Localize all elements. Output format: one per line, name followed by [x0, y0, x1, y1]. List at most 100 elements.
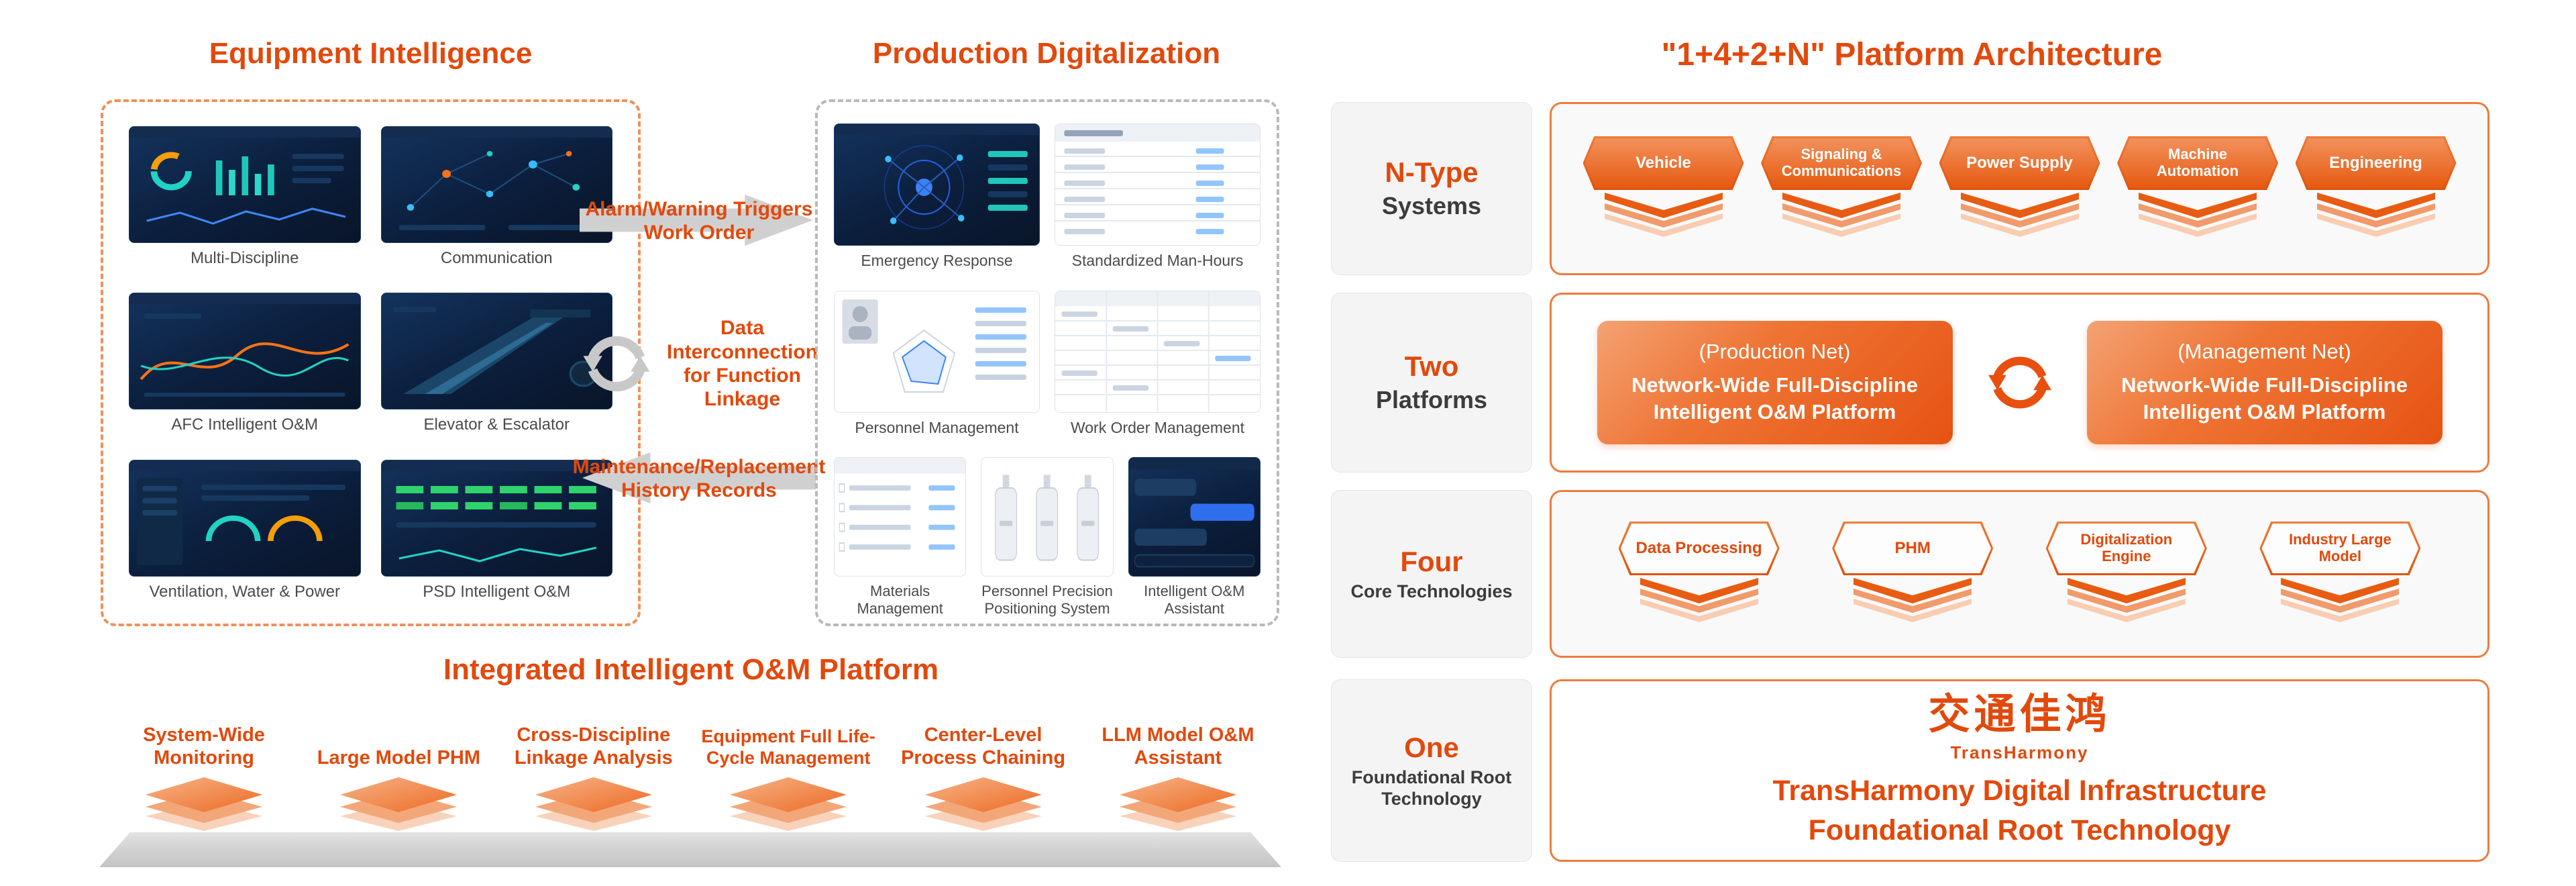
capability-label: Center-Level Process Chaining: [901, 724, 1066, 769]
key-box-one: One Foundational Root Technology: [1331, 679, 1532, 862]
key-box-two: Two Platforms: [1331, 293, 1532, 473]
capability-label: Equipment Full Life-Cycle Management: [701, 726, 875, 769]
layered-diamond-icon: [146, 777, 262, 831]
work-order-art: [1055, 291, 1260, 412]
multi-discipline-art: [129, 127, 360, 225]
pd-card-label: Work Order Management: [1070, 418, 1245, 436]
system-label: Vehicle: [1585, 138, 1742, 188]
arch-row-two-platforms: Two Platforms (Production Net) Network-W…: [1331, 293, 2489, 473]
key-box-four: Four Core Technologies: [1331, 490, 1532, 658]
pd-card-materials: Materials Management: [834, 457, 967, 617]
platform-name: Network-Wide Full-Discipline Intelligent…: [1631, 373, 1918, 424]
system-engineering: Engineering: [2294, 136, 2459, 241]
capability-system-wide-monitoring: System-Wide Monitoring: [107, 710, 301, 831]
ei-card-label: Communication: [440, 249, 553, 267]
materials-management-screenshot: [834, 457, 967, 577]
afc-art: [129, 293, 360, 397]
psd-screenshot: [380, 459, 612, 577]
key-primary: Four: [1400, 545, 1463, 577]
pd-row-3: Materials Management: [834, 457, 1260, 617]
om-assistant-art: [1128, 458, 1260, 568]
flow-label: Data Interconnection for Function Linkag…: [667, 317, 818, 411]
system-label: Machine Automation: [2119, 138, 2276, 188]
arrow-right-icon: [580, 194, 814, 246]
pd-card-work-order: Work Order Management: [1055, 290, 1260, 440]
capability-process-chaining: Center-Level Process Chaining: [887, 710, 1080, 831]
work-order-screenshot: [1055, 290, 1260, 413]
ei-card-psd: PSD Intelligent O&M: [380, 459, 612, 616]
key-box-n-type: N-Type Systems: [1331, 102, 1532, 275]
pd-card-assistant: Intelligent O&M Assistant: [1128, 457, 1260, 617]
core-technologies-content: Data Processing PHM: [1550, 490, 2489, 658]
root-heading-line1: TransHarmony Digital Infrastructure: [1772, 774, 2267, 807]
integrated-platform-capabilities: System-Wide Monitoring Large Model PHM C…: [107, 710, 1275, 831]
stacked-layers-icon: [2139, 193, 2257, 237]
system-power-supply: Power Supply: [1937, 136, 2102, 241]
pd-card-label: Standardized Man-Hours: [1071, 252, 1244, 269]
hexagon-badge: Signaling & Communications: [1761, 136, 1922, 190]
ei-card-communication: Communication: [380, 126, 612, 282]
pd-card-label: Intelligent O&M Assistant: [1144, 583, 1245, 617]
stacked-layers-icon: [2067, 578, 2186, 622]
pd-card-label: Materials Management: [857, 583, 943, 617]
platform-base-shape: [99, 832, 1281, 867]
tech-label: Data Processing: [1620, 524, 1778, 573]
ventilation-screenshot: [129, 459, 361, 577]
hexagon-badge: Vehicle: [1582, 136, 1744, 190]
tech-digitalization-engine: Digitalization Engine: [2044, 522, 2209, 626]
transharmony-cjk-logo: 交通佳鸿: [1928, 691, 2111, 738]
hexagon-badge: Industry Large Model: [2259, 522, 2421, 575]
platform-name: Network-Wide Full-Discipline Intelligent…: [2121, 373, 2408, 424]
ei-card-multi-discipline: Multi-Discipline: [129, 126, 361, 282]
om-assistant-screenshot: [1128, 457, 1260, 577]
system-label: Engineering: [2297, 138, 2455, 188]
ventilation-art: [129, 460, 360, 565]
pd-row-1: Emergency Response: [834, 124, 1260, 273]
pd-card-label: Personnel Management: [855, 418, 1019, 436]
stacked-layers-icon: [1782, 193, 1900, 237]
arch-row-n-type: N-Type Systems Vehicle Signaling & Commu…: [1331, 102, 2489, 275]
communication-screenshot: [380, 126, 612, 243]
flow-maintenance-history: Maintenance/Replacement History Records: [573, 438, 825, 520]
elevator-art: [392, 307, 597, 395]
root-technology-content: 交通佳鸿 TransHarmony TransHarmony Digital I…: [1550, 679, 2489, 862]
personnel-management-screenshot: [834, 290, 1040, 413]
ei-card-elevator: Elevator & Escalator: [380, 293, 612, 448]
tech-industry-large-model: Industry Large Model: [2257, 522, 2422, 626]
system-signaling-communications: Signaling & Communications: [1759, 136, 1924, 241]
capability-label: LLM Model O&M Assistant: [1102, 724, 1254, 769]
tech-data-processing: Data Processing: [1617, 522, 1782, 626]
capability-label: Large Model PHM: [317, 746, 481, 769]
ei-card-label: Ventilation, Water & Power: [149, 582, 341, 601]
net-label: (Production Net): [1699, 339, 1851, 363]
stacked-layers-icon: [1960, 193, 2079, 237]
positioning-system-screenshot: [981, 457, 1114, 577]
man-hours-screenshot: [1055, 124, 1260, 246]
arrow-left-icon: [582, 452, 816, 504]
n-type-systems-content: Vehicle Signaling & Communications: [1550, 102, 2489, 275]
hexagon-badge: Engineering: [2295, 136, 2457, 190]
ei-card-label: Elevator & Escalator: [423, 415, 570, 434]
two-platforms-content: (Production Net) Network-Wide Full-Disci…: [1550, 293, 2489, 473]
stacked-layers-icon: [1604, 193, 1723, 237]
tech-label: Digitalization Engine: [2047, 524, 2205, 573]
architecture-title: "1+4+2+N" Platform Architecture: [1661, 37, 2163, 72]
pd-card-man-hours: Standardized Man-Hours: [1055, 124, 1260, 273]
key-secondary: Systems: [1381, 192, 1482, 220]
production-digitalization-grid: Emergency Response: [815, 99, 1279, 626]
system-machine-automation: Machine Automation: [2115, 136, 2280, 241]
emergency-response-art: [835, 124, 1039, 230]
net-label: (Management Net): [2178, 339, 2351, 363]
hexagon-badge: PHM: [1832, 522, 1994, 575]
multi-discipline-screenshot: [129, 126, 361, 243]
pd-card-emergency: Emergency Response: [834, 124, 1040, 273]
management-net-platform: (Management Net) Network-Wide Full-Disci…: [2086, 320, 2443, 445]
capability-lifecycle-management: Equipment Full Life-Cycle Management: [692, 710, 885, 831]
equipment-intelligence-title: Equipment Intelligence: [209, 37, 533, 70]
ei-card-label: Multi-Discipline: [191, 249, 299, 267]
capability-large-model-phm: Large Model PHM: [302, 710, 495, 831]
layered-diamond-icon: [924, 777, 1042, 831]
key-secondary: Platforms: [1375, 386, 1488, 414]
integrated-platform-title: Integrated Intelligent O&M Platform: [443, 653, 939, 686]
communication-art: [381, 127, 612, 230]
